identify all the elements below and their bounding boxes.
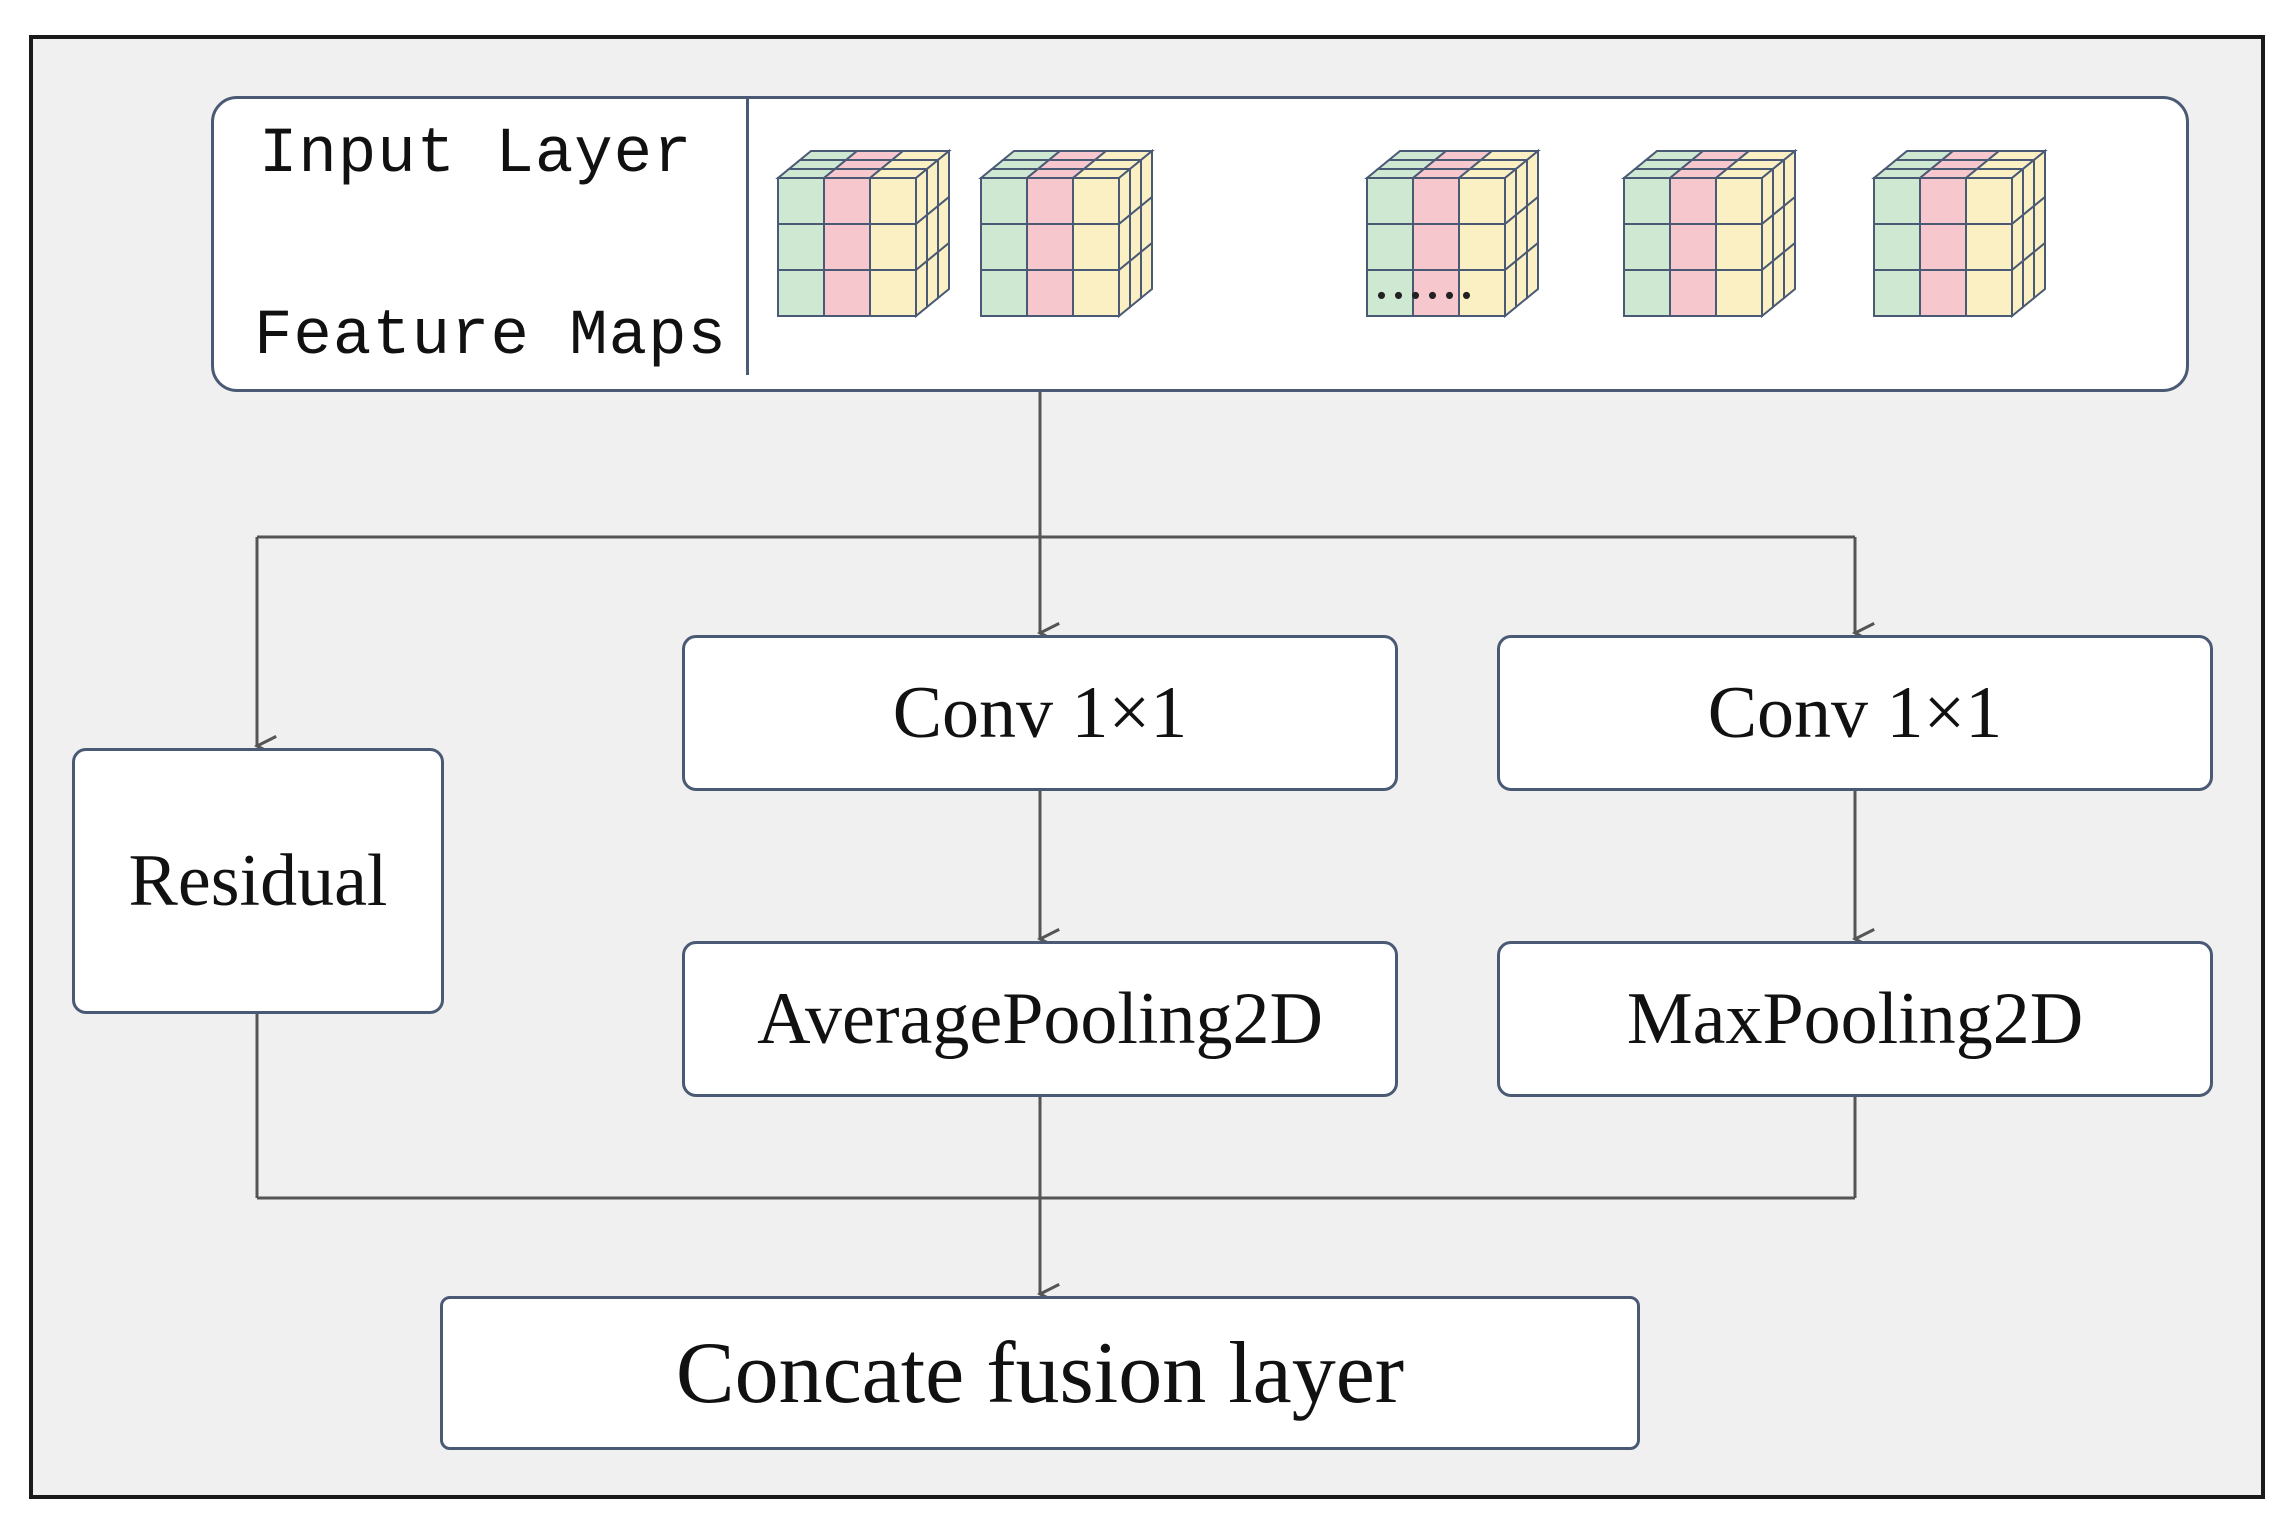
- input-divider: [746, 99, 749, 375]
- conv-right-box: Conv 1×1: [1497, 635, 2213, 791]
- feature-map-cube: [1871, 148, 2048, 319]
- average-pooling-box: AveragePooling2D: [682, 941, 1398, 1097]
- ellipsis: ......: [1374, 245, 1476, 311]
- feature-map-cube: [978, 148, 1155, 319]
- feature-maps-label: Feature Maps: [254, 301, 727, 373]
- max-pooling-box: MaxPooling2D: [1497, 941, 2213, 1097]
- feature-map-cube: [775, 148, 952, 319]
- residual-box: Residual: [72, 748, 444, 1014]
- conv-left-box: Conv 1×1: [682, 635, 1398, 791]
- input-layer-box: Input Layer Feature Maps ......: [211, 96, 2189, 392]
- input-layer-label: Input Layer: [259, 119, 693, 191]
- concat-fusion-box: Concate fusion layer: [440, 1296, 1640, 1450]
- feature-map-cube: [1364, 148, 1541, 319]
- feature-map-cubes: [775, 148, 2048, 319]
- feature-map-cube: [1621, 148, 1798, 319]
